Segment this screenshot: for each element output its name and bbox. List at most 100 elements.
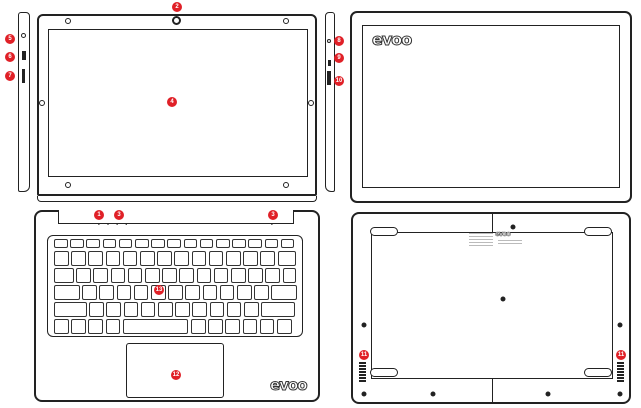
evoo-logo-lid: evoo <box>371 30 412 50</box>
callout-1: 1 <box>94 210 104 220</box>
right-side-view <box>325 12 335 192</box>
callout-2: 2 <box>172 2 182 12</box>
key <box>54 251 69 266</box>
screen-bezel <box>37 14 317 196</box>
key <box>158 302 173 317</box>
key <box>151 239 165 248</box>
bezel-screw <box>39 100 45 106</box>
callout-13: 13 <box>154 285 164 295</box>
key <box>179 268 194 283</box>
bottom-screw <box>617 391 623 397</box>
evoo-logo-label: evoo <box>495 230 511 239</box>
callout-9: 9 <box>334 53 344 63</box>
key <box>248 268 263 283</box>
key <box>216 239 230 248</box>
key <box>102 239 117 248</box>
keyboard-frame <box>47 235 303 337</box>
rubber-foot <box>370 368 398 377</box>
callout-12: 12 <box>171 370 181 380</box>
key <box>54 268 74 283</box>
key <box>191 251 207 266</box>
key <box>248 239 262 248</box>
rubber-foot <box>584 368 612 377</box>
key <box>260 251 275 266</box>
key <box>122 251 138 266</box>
sd-slot <box>22 69 25 83</box>
callout-3-mic: 3 <box>268 210 278 220</box>
key <box>140 251 155 266</box>
key <box>88 251 103 266</box>
left-side-view <box>18 12 30 192</box>
hdmi-port <box>327 71 331 85</box>
callout-11-right: 11 <box>616 350 626 360</box>
key <box>208 319 223 334</box>
bottom-screw <box>361 322 367 328</box>
key <box>105 319 121 334</box>
key <box>135 239 149 248</box>
key <box>99 285 114 300</box>
key <box>118 239 133 248</box>
mic-hole: • <box>271 222 273 228</box>
key <box>54 319 69 334</box>
key <box>261 302 295 317</box>
key <box>225 319 240 334</box>
key <box>219 285 235 300</box>
key <box>282 268 297 283</box>
key <box>243 251 258 266</box>
key <box>157 251 172 266</box>
key <box>209 302 225 317</box>
key <box>277 251 297 266</box>
key <box>76 268 91 283</box>
bottom-screw <box>545 391 551 397</box>
key <box>277 319 292 334</box>
key <box>226 302 242 317</box>
key <box>93 268 108 283</box>
bottom-view <box>351 212 631 404</box>
callout-7: 7 <box>5 71 15 81</box>
panel-seam <box>492 214 493 232</box>
key <box>237 285 252 300</box>
key <box>88 319 103 334</box>
key <box>133 285 149 300</box>
speaker-grill-left <box>359 362 366 382</box>
panel-seam <box>492 379 493 404</box>
key <box>86 239 100 248</box>
key <box>254 285 269 300</box>
bezel-screw <box>308 100 314 106</box>
key <box>264 239 279 248</box>
key <box>110 268 126 283</box>
lid-view <box>350 11 632 203</box>
key <box>191 319 206 334</box>
bottom-screw <box>510 224 516 230</box>
key <box>199 239 214 248</box>
callout-8: 8 <box>334 36 344 46</box>
key <box>54 302 87 317</box>
callout-5: 5 <box>5 34 15 44</box>
led-indicators: • • • • <box>98 222 131 228</box>
rubber-foot <box>370 227 398 236</box>
key <box>242 319 258 334</box>
touchpad <box>126 343 224 398</box>
key <box>162 268 177 283</box>
key <box>175 302 190 317</box>
hinge-bar <box>37 196 317 202</box>
rubber-foot <box>584 227 612 236</box>
bottom-screw <box>617 322 623 328</box>
key <box>106 302 121 317</box>
callout-3: 3 <box>114 210 124 220</box>
key <box>185 285 200 300</box>
key <box>54 285 80 300</box>
bottom-screw <box>361 391 367 397</box>
usb-port <box>328 60 331 66</box>
bottom-screw <box>500 296 506 302</box>
display-panel <box>48 29 308 177</box>
key <box>116 285 132 300</box>
key <box>122 319 189 334</box>
evoo-logo: evoo <box>270 376 309 395</box>
bezel-screw <box>283 18 289 24</box>
speaker-grill-right <box>617 362 624 382</box>
key <box>259 319 275 334</box>
key <box>70 239 84 248</box>
key <box>226 251 241 266</box>
webcam-icon <box>172 16 181 25</box>
